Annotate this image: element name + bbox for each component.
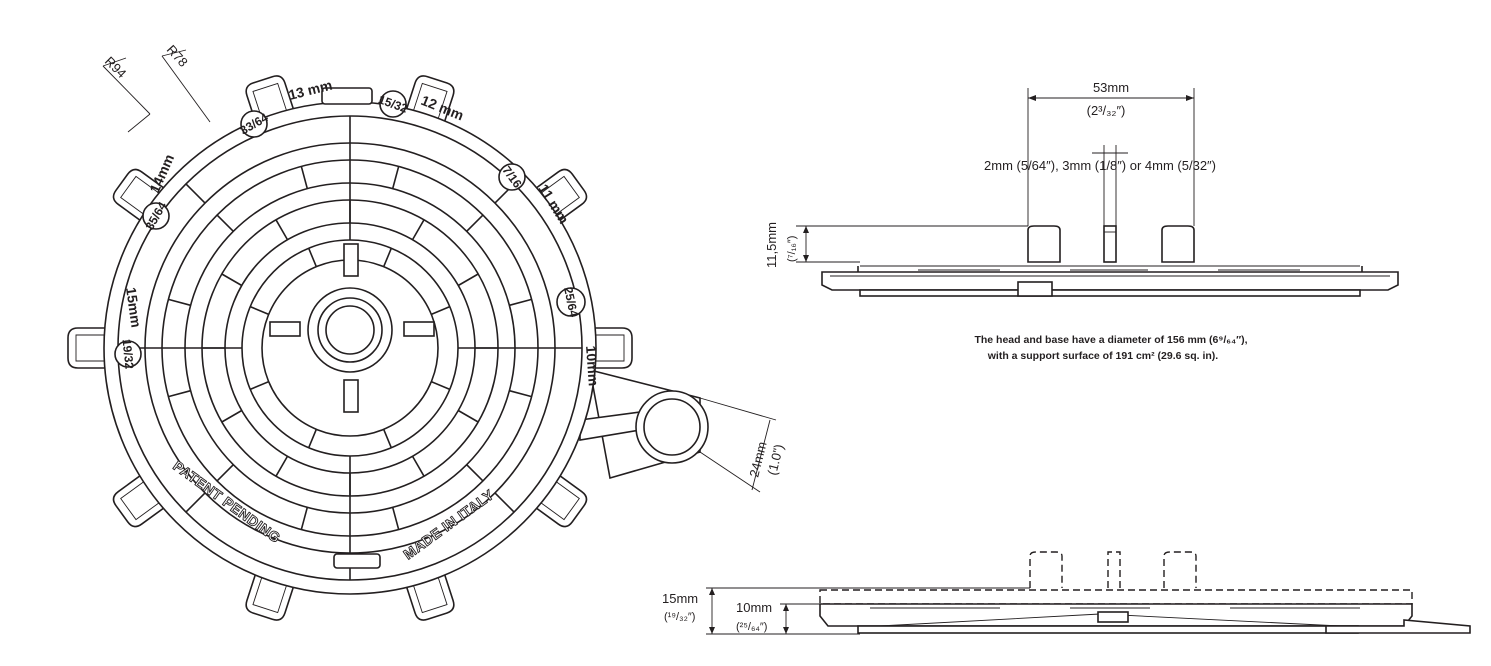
radial-rib bbox=[300, 507, 309, 530]
radial-rib bbox=[430, 380, 451, 391]
arm-width-inch: (1.0") bbox=[764, 443, 786, 477]
radial-rib bbox=[411, 219, 425, 241]
height-total-inch: (¹⁹/₃₂″) bbox=[664, 611, 695, 623]
radial-rib bbox=[249, 305, 270, 316]
fraction-25-64: 25/64 bbox=[561, 286, 581, 319]
radial-rib bbox=[307, 428, 318, 449]
side-view: 53mm (2³/₃₂″) 2mm (5/64″), 3mm (1/8″) or… bbox=[764, 80, 1399, 362]
center-fin bbox=[1103, 225, 1117, 263]
ghost-head-left bbox=[1029, 551, 1063, 588]
radial-rib bbox=[221, 273, 243, 287]
radius-r94: R94 bbox=[102, 54, 129, 81]
radial-rib bbox=[249, 380, 270, 391]
gear-tooth bbox=[585, 327, 633, 369]
radius-callouts: R94 R78 bbox=[102, 42, 211, 133]
height-total-label: 15mm bbox=[662, 591, 698, 606]
gear-tooth-inner bbox=[252, 572, 289, 614]
head-spacing-inch: (2³/₃₂″) bbox=[1087, 103, 1126, 118]
center-tab bbox=[1017, 281, 1053, 297]
radial-rib bbox=[430, 305, 451, 316]
radial-rib bbox=[466, 464, 484, 482]
underside-strip bbox=[859, 289, 1361, 297]
gear-tooth-inner bbox=[120, 175, 164, 218]
radial-rib bbox=[509, 298, 532, 307]
height-label: 11,5mm bbox=[764, 222, 779, 268]
arm-width-dimension: 24mm (1.0") bbox=[699, 397, 786, 493]
hub-slots bbox=[269, 243, 435, 413]
radius-r78: R78 bbox=[164, 42, 191, 70]
fraction-circles: 15/32 7/16 25/64 19/32 35/64 33/64 bbox=[114, 90, 586, 370]
radial-rib bbox=[300, 166, 309, 189]
hub-hole-inner bbox=[325, 305, 375, 355]
label-15mm: 15mm bbox=[123, 286, 144, 328]
radial-rib bbox=[509, 389, 532, 398]
fin-options-label: 2mm (5/64″), 3mm (1/8″) or 4mm (5/32″) bbox=[984, 158, 1216, 173]
radial-rib bbox=[216, 214, 234, 232]
gear-tooth-inner bbox=[120, 478, 164, 521]
bottom-arm bbox=[1325, 619, 1471, 634]
gear-tooth-inner bbox=[411, 572, 448, 614]
radial-rib bbox=[382, 247, 393, 268]
radial-rib bbox=[168, 298, 191, 307]
base-plate bbox=[821, 271, 1399, 291]
gear-tooth-inner bbox=[536, 478, 580, 521]
gear-tooth-inner bbox=[590, 334, 625, 362]
radial-rib bbox=[275, 219, 289, 241]
gear-tooth-inner bbox=[75, 334, 110, 362]
radial-rib bbox=[216, 464, 234, 482]
radial-rib bbox=[185, 492, 206, 513]
head-spacing-label: 53mm bbox=[1093, 80, 1129, 95]
radial-rib bbox=[457, 409, 479, 423]
hub-boss bbox=[307, 287, 393, 373]
radial-rib bbox=[411, 455, 425, 477]
radial-rib bbox=[391, 507, 400, 530]
radial-rib bbox=[457, 273, 479, 287]
gear-tooth-inner bbox=[536, 175, 580, 218]
ghost-head-right bbox=[1163, 551, 1197, 588]
gear-tooth-inner bbox=[411, 82, 448, 124]
radial-rib bbox=[494, 492, 515, 513]
head-left bbox=[1027, 225, 1061, 263]
top-latch bbox=[321, 87, 373, 105]
plan-view: 13 mm 12 mm 11 mm 10mm 15mm 14mm 15/32 7… bbox=[67, 42, 786, 621]
fraction-19-32: 19/32 bbox=[119, 338, 136, 370]
height-base-inch: (²⁵/₆₄″) bbox=[736, 621, 767, 633]
bottom-strip bbox=[857, 625, 1359, 634]
bottom-view: 15mm (¹⁹/₃₂″) 10mm (²⁵/₆₄″) bbox=[662, 551, 1471, 635]
height-base-label: 10mm bbox=[736, 600, 772, 615]
handle-arm bbox=[579, 368, 709, 480]
height-inch: (⁷/₁₆″) bbox=[786, 236, 798, 262]
hub-hole-outer bbox=[317, 297, 383, 363]
radial-ribs bbox=[118, 116, 582, 580]
head-right bbox=[1161, 225, 1195, 263]
radial-rib bbox=[185, 183, 206, 204]
bottom-latch bbox=[333, 553, 381, 569]
note-line-1: The head and base have a diameter of 156… bbox=[974, 334, 1247, 346]
label-10mm: 10mm bbox=[583, 345, 602, 386]
radial-rib bbox=[307, 247, 318, 268]
gear-tooth-inner bbox=[252, 82, 289, 124]
gear-tooth bbox=[67, 327, 115, 369]
radial-rib bbox=[275, 455, 289, 477]
radial-rib bbox=[466, 214, 484, 232]
note-line-2: with a support surface of 191 cm² (29.6 … bbox=[987, 350, 1219, 362]
radial-rib bbox=[382, 428, 393, 449]
radial-rib bbox=[221, 409, 243, 423]
radial-rib bbox=[391, 166, 400, 189]
radial-rib bbox=[168, 389, 191, 398]
